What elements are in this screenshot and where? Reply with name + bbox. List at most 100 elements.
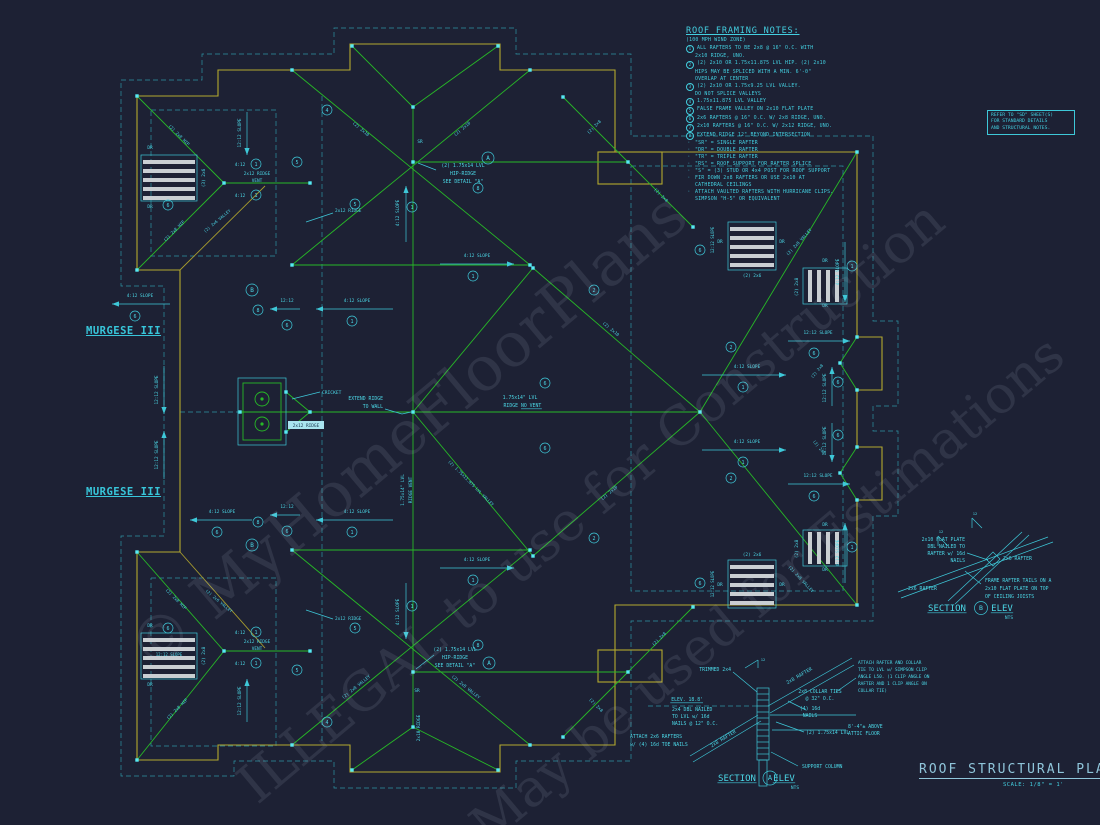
svg-text:12:12 SLOPE: 12:12 SLOPE xyxy=(710,570,715,597)
note-item: ·"DR" = DOUBLE RAFTER xyxy=(687,147,758,154)
svg-text:(4) 16d: (4) 16d xyxy=(800,706,820,712)
refer-line: REFER TO "SD" SHEET(S) xyxy=(991,113,1054,118)
note-item: ·FIR DOWN 2x8 RAFTERS OR USE 2x10 AT xyxy=(687,174,806,181)
svg-text:5: 5 xyxy=(295,668,298,674)
svg-text:RAFTER AND 1 CLIP ANGLE ON: RAFTER AND 1 CLIP ANGLE ON xyxy=(858,681,927,687)
owner-label-2: MURGESE III xyxy=(86,486,162,498)
svg-text:1: 1 xyxy=(410,604,413,610)
svg-text:12:12 SLOPE: 12:12 SLOPE xyxy=(803,473,832,479)
svg-text:2: 2 xyxy=(729,345,732,351)
svg-text:12:12: 12:12 xyxy=(280,504,294,510)
note-item: 2(2) 2x10 OR 1.75x11.875 LVL HIP. (2) 2x… xyxy=(686,60,882,69)
svg-text:2: 2 xyxy=(592,536,595,542)
plan-drawing: 4:12 SLOPE 1 4:12 SLOPE 1 4:12 SLOPE 6 4:12 SL… xyxy=(112,27,899,789)
svg-text:5: 5 xyxy=(353,626,356,632)
svg-text:6: 6 xyxy=(166,626,169,632)
note-item: SIMPSON "H-5" OR EQUIVALENT xyxy=(695,195,780,202)
svg-text:TO LVL w/ 16d: TO LVL w/ 16d xyxy=(672,714,710,720)
svg-text:6: 6 xyxy=(698,581,701,587)
note-item: ·"RS" = ROOF SUPPORT FOR RAFTER SPLICE xyxy=(687,161,812,168)
svg-text:(3) 2x6: (3) 2x6 xyxy=(201,168,207,187)
svg-text:4:12 SLOPE: 4:12 SLOPE xyxy=(209,509,236,515)
svg-text:(2) 2x8: (2) 2x8 xyxy=(794,539,800,558)
svg-text:6: 6 xyxy=(285,529,288,535)
svg-text:(2) 2x8 VALLEY: (2) 2x8 VALLEY xyxy=(787,564,815,594)
svg-text:12:12 SLOPE: 12:12 SLOPE xyxy=(156,652,183,657)
svg-text:4:12 SLOPE: 4:12 SLOPE xyxy=(344,509,371,515)
svg-text:DR: DR xyxy=(717,239,723,245)
svg-text:SR: SR xyxy=(417,139,423,145)
svg-text:2x12 RIDGE: 2x12 RIDGE xyxy=(335,208,362,214)
svg-text:8: 8 xyxy=(476,186,479,192)
svg-text:DR: DR xyxy=(822,522,828,528)
svg-text:NTS: NTS xyxy=(1005,615,1013,621)
svg-text:(2) 2x8: (2) 2x8 xyxy=(201,646,207,665)
svg-text:2x10 FLAT PLATE ON TOP: 2x10 FLAT PLATE ON TOP xyxy=(985,586,1049,592)
svg-text:ATTACH RAFTER AND COLLAR: ATTACH RAFTER AND COLLAR xyxy=(858,660,922,666)
svg-text:2x10 RIDGE: 2x10 RIDGE xyxy=(416,714,422,741)
svg-text:4:12: 4:12 xyxy=(235,193,246,199)
svg-text:(2) 2x8: (2) 2x8 xyxy=(586,119,602,135)
svg-text:1: 1 xyxy=(254,162,257,168)
svg-text:RIDGE VENT: RIDGE VENT xyxy=(408,476,414,503)
svg-text:(2) 2x6: (2) 2x6 xyxy=(743,273,762,279)
svg-text:DR: DR xyxy=(822,258,828,264)
svg-text:SR: SR xyxy=(414,688,420,694)
svg-text:NAILS @ 12" O.C.: NAILS @ 12" O.C. xyxy=(672,721,718,727)
svg-text:6: 6 xyxy=(285,323,288,329)
svg-text:A: A xyxy=(486,155,490,162)
svg-text:1: 1 xyxy=(471,578,474,584)
svg-text:DR: DR xyxy=(717,582,723,588)
svg-text:SEE DETAIL "A": SEE DETAIL "A" xyxy=(435,663,476,669)
svg-text:@ 32" O.C.: @ 32" O.C. xyxy=(806,696,835,702)
svg-text:(2) 2x8 HIP: (2) 2x8 HIP xyxy=(167,123,190,146)
svg-text:1: 1 xyxy=(471,274,474,280)
svg-text:ATTIC FLOOR: ATTIC FLOOR xyxy=(848,731,880,737)
svg-text:2x12 RIDGE: 2x12 RIDGE xyxy=(335,616,362,622)
roof-framing-notes: ROOF FRAMING NOTES: (100 MPH WIND ZONE) … xyxy=(686,27,882,203)
refer-to-sd-sheets-note: REFER TO "SD" SHEET(S) FOR STANDARD DETA… xyxy=(987,110,1075,136)
svg-text:1: 1 xyxy=(254,193,257,199)
sheet-title: ROOF STRUCTURAL PLAN xyxy=(919,762,1100,779)
svg-text:DR: DR xyxy=(147,204,153,210)
svg-text:4:12 SLOPE: 4:12 SLOPE xyxy=(464,557,491,563)
svg-text:DR: DR xyxy=(147,145,153,151)
svg-text:12:12 SLOPE: 12:12 SLOPE xyxy=(803,330,832,336)
svg-text:SECTION: SECTION xyxy=(718,774,756,784)
svg-text:TO WALL: TO WALL xyxy=(363,404,383,410)
svg-text:6: 6 xyxy=(836,380,839,386)
svg-text:1: 1 xyxy=(350,319,353,325)
svg-text:2x4 DBL NAILED: 2x4 DBL NAILED xyxy=(672,707,713,713)
svg-text:12:12 SLOPE: 12:12 SLOPE xyxy=(237,118,243,147)
note-item: ·"TR" = TRIPLE RAFTER xyxy=(687,154,758,161)
svg-text:4:12 SLOPE: 4:12 SLOPE xyxy=(127,293,154,299)
svg-text:1: 1 xyxy=(254,661,257,667)
svg-text:12:12 SLOPE: 12:12 SLOPE xyxy=(822,426,828,455)
svg-text:6: 6 xyxy=(812,351,815,357)
svg-text:COLLAR TIE): COLLAR TIE) xyxy=(858,688,887,694)
note-item: ·"SR" = SINGLE RAFTER xyxy=(687,140,758,147)
svg-text:TIE TO LVL w/ SIMPSON CLIP: TIE TO LVL w/ SIMPSON CLIP xyxy=(858,667,927,673)
svg-text:6: 6 xyxy=(543,381,546,387)
owner-label-1: MURGESE III xyxy=(86,325,162,337)
svg-text:2: 2 xyxy=(592,288,595,294)
svg-text:12:12 SLOPE: 12:12 SLOPE xyxy=(154,375,160,404)
svg-text:12:12 SLOPE: 12:12 SLOPE xyxy=(154,440,160,469)
svg-text:(2) 2x6 VALLEY: (2) 2x6 VALLEY xyxy=(204,588,233,614)
svg-text:2x8 RAFTER: 2x8 RAFTER xyxy=(785,666,813,686)
svg-text:5: 5 xyxy=(295,160,298,166)
svg-text:A: A xyxy=(487,660,491,667)
svg-text:ANGLE L50. (1 CLIP ANGLE ON: ANGLE L50. (1 CLIP ANGLE ON xyxy=(858,674,930,680)
svg-text:1: 1 xyxy=(254,630,257,636)
svg-text:2: 2 xyxy=(729,476,732,482)
svg-text:w/ (4) 16d TOE NAILS: w/ (4) 16d TOE NAILS xyxy=(630,742,688,748)
svg-text:(2) 2x8: (2) 2x8 xyxy=(588,697,604,713)
svg-text:6: 6 xyxy=(133,314,136,320)
